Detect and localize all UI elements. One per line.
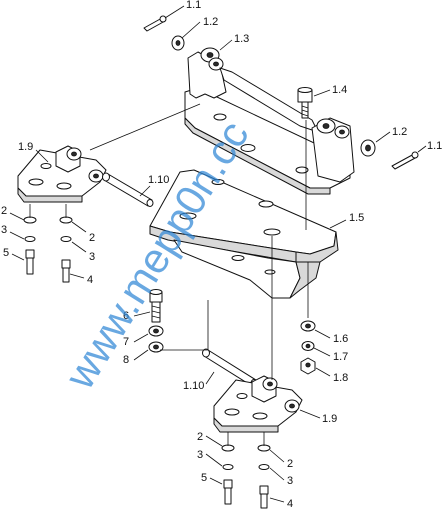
- label-1-10-bottom: 1.10: [183, 380, 204, 392]
- hinge-plate-1-9-top: [17, 145, 107, 203]
- cradle-bracket-1-3: [184, 47, 355, 195]
- label-1-9-bottom: 1.9: [322, 413, 337, 425]
- label-1-2-right: 1.2: [392, 126, 407, 138]
- label-2-b: 2: [89, 232, 95, 244]
- label-1-6: 1.6: [333, 333, 348, 345]
- fastener-stack-right: [300, 320, 316, 375]
- label-1-8: 1.8: [333, 372, 348, 384]
- label-4-b: 4: [87, 274, 93, 286]
- label-3-c: 3: [197, 449, 203, 461]
- label-6: 6: [123, 310, 129, 322]
- label-3-d: 3: [287, 475, 293, 487]
- label-1-9-top: 1.9: [18, 141, 33, 153]
- label-7: 7: [123, 336, 129, 348]
- label-4-d: 4: [287, 498, 293, 510]
- label-1-5: 1.5: [349, 212, 364, 224]
- label-2-d: 2: [287, 458, 293, 470]
- hinge-pin-1-10-bottom: [202, 348, 258, 387]
- label-3-a: 3: [1, 224, 7, 236]
- fastener-stack-center: [148, 289, 164, 353]
- leader-lines: [9, 5, 427, 503]
- label-1-3: 1.3: [234, 33, 249, 45]
- label-5-a: 5: [3, 247, 9, 259]
- bolt-1-4: [297, 87, 313, 119]
- label-1-1-right: 1.1: [427, 140, 442, 152]
- hinge-plate-1-9-bottom: [213, 375, 303, 433]
- label-5-c: 5: [201, 472, 207, 484]
- label-2-c: 2: [197, 431, 203, 443]
- label-1-4: 1.4: [332, 84, 347, 96]
- fastener-stack-bottom: [221, 444, 271, 509]
- label-3-b: 3: [89, 251, 95, 263]
- hinge-pin-1-10-top: [102, 172, 154, 207]
- fastener-stack-left: [23, 216, 73, 283]
- alignment-lines: [29, 103, 309, 446]
- washer-1-2-top: [171, 35, 185, 51]
- cotter-pin-1-1-top: [143, 15, 167, 32]
- label-8: 8: [123, 354, 129, 366]
- label-1-1-top: 1.1: [186, 0, 201, 11]
- mount-bracket-1-5: [149, 169, 339, 299]
- label-2-a: 2: [1, 205, 7, 217]
- washer-1-2-right: [360, 139, 376, 157]
- label-1-7: 1.7: [333, 351, 348, 363]
- cotter-pin-1-1-right: [391, 151, 419, 170]
- label-1-10-top: 1.10: [148, 174, 169, 186]
- label-1-2-top: 1.2: [203, 16, 218, 28]
